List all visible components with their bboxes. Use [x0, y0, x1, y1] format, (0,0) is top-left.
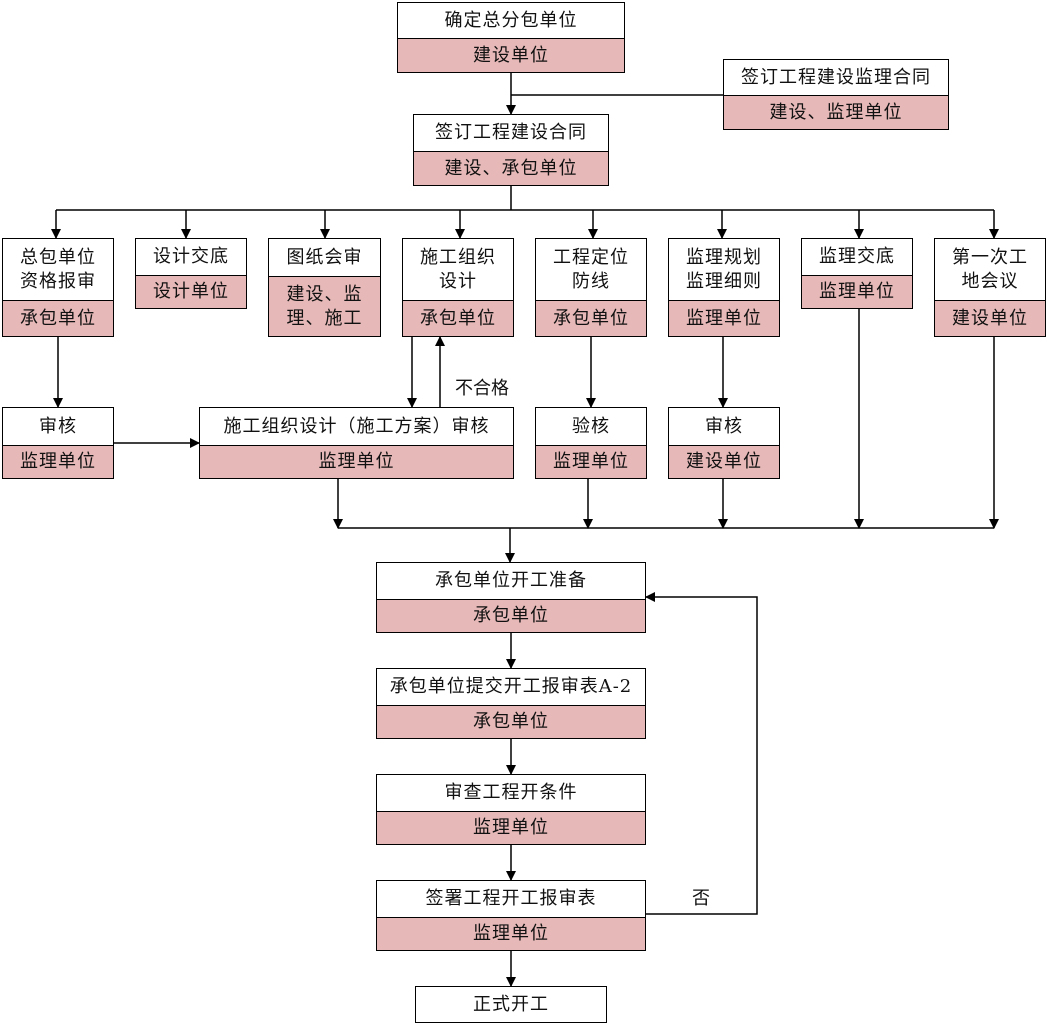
node-actor: 承包单位 [403, 300, 513, 336]
node-title: 承包单位提交开工报审表A-2 [377, 669, 645, 705]
node-supervision-plan: 监理规划 监理细则 监理单位 [668, 238, 780, 337]
node-title: 承包单位开工准备 [377, 563, 645, 599]
node-title: 验核 [536, 408, 646, 445]
node-title: 审核 [3, 408, 113, 445]
node-title: 确定总分包单位 [398, 3, 624, 38]
node-actor: 监理单位 [536, 445, 646, 478]
node-title: 签订工程建设监理合同 [724, 60, 948, 95]
node-official-start: 正式开工 [415, 986, 607, 1023]
node-actor: 建设、监 理、施工 [269, 276, 380, 336]
node-submit-start-form: 承包单位提交开工报审表A-2 承包单位 [376, 668, 646, 739]
node-actor: 建设单位 [669, 445, 779, 478]
node-first-site-meeting: 第一次工 地会议 建设单位 [934, 238, 1046, 337]
node-start-preparation: 承包单位开工准备 承包单位 [376, 562, 646, 633]
node-sign-construction-contract: 签订工程建设合同 建设、承包单位 [413, 114, 609, 186]
node-title: 监理交底 [802, 239, 912, 275]
node-qualification-review: 总包单位 资格报审 承包单位 [2, 238, 114, 337]
node-drawing-review: 图纸会审 建设、监 理、施工 [268, 238, 381, 337]
node-title: 施工组织设计（施工方案）审核 [200, 408, 513, 445]
node-review-start-conditions: 审查工程开条件 监理单位 [376, 774, 646, 845]
node-construction-design: 施工组织 设计 承包单位 [402, 238, 514, 337]
node-positioning-check: 验核 监理单位 [535, 407, 647, 479]
node-actor: 设计单位 [136, 275, 246, 308]
node-title: 设计交底 [136, 239, 246, 275]
node-title: 审核 [669, 408, 779, 445]
edge-n19-n16-no [645, 592, 758, 915]
node-title: 工程定位 防线 [536, 239, 646, 300]
node-title: 审查工程开条件 [377, 775, 645, 811]
node-actor: 建设单位 [935, 300, 1045, 336]
node-actor: 监理单位 [3, 445, 113, 478]
node-construction-design-review: 施工组织设计（施工方案）审核 监理单位 [199, 407, 514, 479]
node-plan-audit: 审核 建设单位 [668, 407, 780, 479]
node-actor: 建设、承包单位 [414, 151, 608, 185]
node-actor: 建设单位 [398, 38, 624, 72]
node-title: 监理规划 监理细则 [669, 239, 779, 300]
node-title: 总包单位 资格报审 [3, 239, 113, 300]
edge-label-rejected: 不合格 [455, 378, 509, 399]
node-title: 第一次工 地会议 [935, 239, 1045, 300]
node-positioning: 工程定位 防线 承包单位 [535, 238, 647, 337]
node-actor: 承包单位 [377, 705, 645, 738]
node-actor: 监理单位 [200, 445, 513, 478]
node-supervision-briefing: 监理交底 监理单位 [801, 238, 913, 309]
node-sign-start-form: 签署工程开工报审表 监理单位 [376, 880, 646, 951]
node-title: 正式开工 [416, 987, 606, 1022]
node-sign-supervision-contract: 签订工程建设监理合同 建设、监理单位 [723, 59, 949, 130]
node-actor: 监理单位 [669, 300, 779, 336]
node-actor: 监理单位 [377, 811, 645, 844]
node-title: 施工组织 设计 [403, 239, 513, 300]
node-qualification-audit: 审核 监理单位 [2, 407, 114, 479]
node-title: 签订工程建设合同 [414, 115, 608, 151]
node-actor: 承包单位 [536, 300, 646, 336]
edge-label-no: 否 [692, 888, 710, 909]
node-title: 图纸会审 [269, 239, 380, 276]
node-actor: 监理单位 [377, 917, 645, 950]
node-design-briefing: 设计交底 设计单位 [135, 238, 247, 309]
node-actor: 承包单位 [3, 300, 113, 336]
node-actor: 建设、监理单位 [724, 95, 948, 129]
node-actor: 承包单位 [377, 599, 645, 632]
node-title: 签署工程开工报审表 [377, 881, 645, 917]
node-actor: 监理单位 [802, 275, 912, 308]
node-confirm-contractors: 确定总分包单位 建设单位 [397, 2, 625, 73]
